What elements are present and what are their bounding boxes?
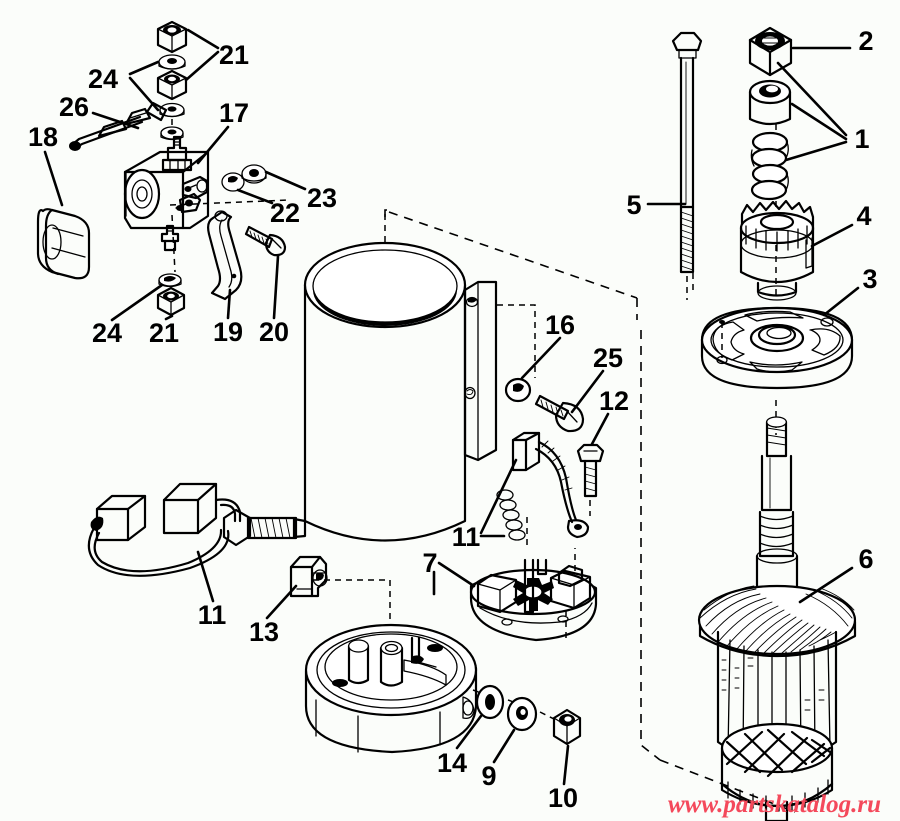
part-6-armature	[697, 416, 857, 821]
part-24-bottom-lock-washer	[158, 273, 182, 288]
part-5-through-bolt	[671, 31, 703, 300]
part-24-top-lock-washer	[158, 54, 186, 70]
callout-19: 19	[213, 317, 243, 347]
part-14-lock-washer	[475, 684, 505, 720]
callout-4: 4	[856, 201, 871, 231]
callout-18: 18	[28, 122, 58, 152]
part-10-hex-nut	[552, 708, 582, 746]
callout-12: 12	[599, 386, 629, 416]
callout-9: 9	[481, 761, 496, 791]
watermark-text: www.partskatalog.ru	[668, 791, 881, 818]
callout-6: 6	[858, 544, 873, 574]
callout-23: 23	[307, 183, 337, 213]
callout-10: 10	[548, 783, 578, 813]
part-18-rubber-boot-cap	[36, 208, 91, 280]
callout-11-center: 11	[452, 522, 481, 552]
callout-7: 7	[422, 548, 437, 578]
part-24-second-lock-washer	[159, 102, 185, 118]
motor-frame-housing	[303, 241, 498, 542]
callout-22: 22	[270, 198, 300, 228]
callout-1: 1	[854, 124, 869, 154]
part-2-lock-nut	[748, 26, 793, 77]
part-13-terminal-bracket	[289, 555, 328, 598]
part-9-flat-washer	[506, 696, 538, 732]
callout-17: 17	[219, 98, 249, 128]
callout-3: 3	[862, 264, 877, 294]
callout-14: 14	[437, 748, 467, 778]
part-17-solenoid	[123, 135, 210, 252]
callout-24-top: 24	[88, 64, 118, 94]
part-1-washer-spring-stack	[748, 79, 792, 201]
callout-11-left: 11	[198, 600, 227, 630]
part-11-brush-set-left	[87, 482, 307, 577]
part-21-second-hex-nut	[156, 69, 188, 101]
callout-labels: 2 1 4 3 5 6 7 9 10 11 11 12 13 14 16 17 …	[28, 26, 878, 813]
part-4-pinion-drive-gear	[739, 199, 815, 301]
part-21-bottom-hex-nut	[156, 286, 186, 317]
callout-5: 5	[626, 190, 641, 220]
callout-21-top: 21	[219, 40, 249, 70]
callout-20: 20	[259, 317, 289, 347]
part-21-top-hex-nut	[156, 20, 188, 54]
part-22-lock-washer	[221, 172, 245, 192]
part-25-terminal-screw	[534, 394, 585, 433]
part-3-drive-end-frame-plate	[700, 306, 854, 390]
callout-24-bottom: 24	[92, 318, 122, 348]
part-11-brush-and-spring-center	[496, 431, 590, 541]
callout-21-bottom: 21	[149, 318, 179, 348]
callout-16: 16	[545, 310, 575, 340]
part-7-brush-holder-end-frame	[469, 558, 598, 642]
part-16-washer	[504, 377, 532, 403]
part-20-screw	[244, 225, 287, 257]
part-23-flat-washer	[241, 164, 267, 184]
leader-lines	[43, 28, 860, 786]
callout-25: 25	[593, 343, 623, 373]
callout-13: 13	[249, 617, 279, 647]
part-12-bolt	[576, 443, 605, 516]
end-cap-housing	[304, 623, 478, 754]
callout-2: 2	[858, 26, 873, 56]
callout-26: 26	[59, 92, 89, 122]
